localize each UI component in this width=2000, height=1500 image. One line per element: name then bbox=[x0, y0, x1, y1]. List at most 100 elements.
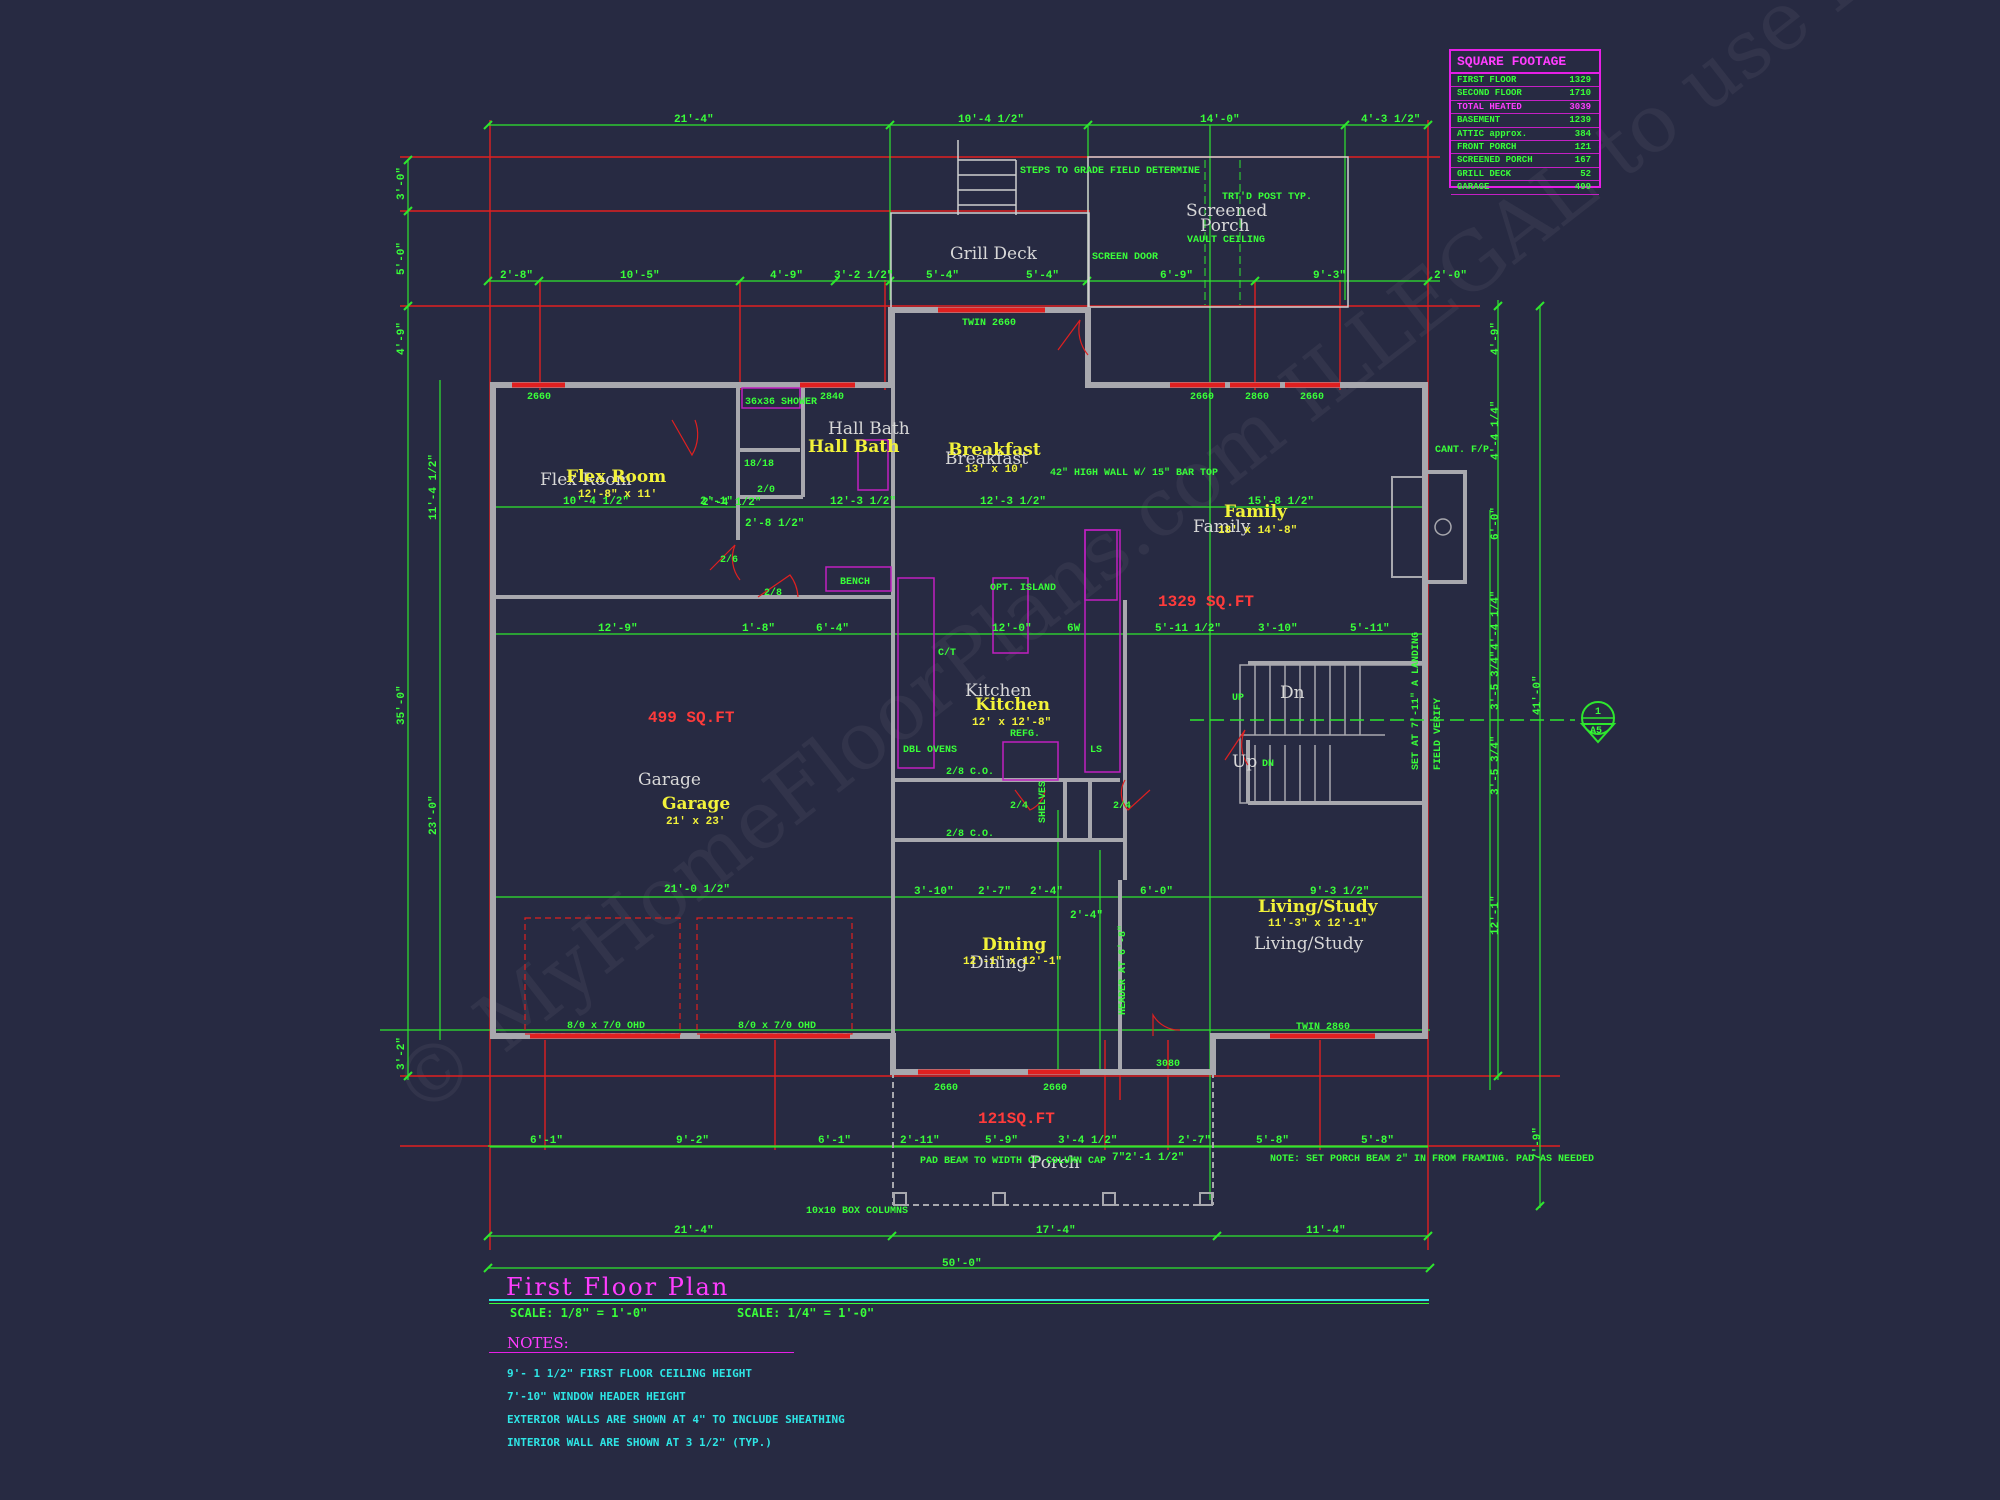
dim-bot1-9: 5'-8" bbox=[1256, 1135, 1289, 1147]
dim-top-2: 14'-0" bbox=[1200, 114, 1240, 126]
dim-left-3: 11'-4 1/2" bbox=[428, 454, 440, 520]
dim-int-6: 1'-8" bbox=[742, 623, 775, 635]
note-item: INTERIOR WALL ARE SHOWN AT 3 1/2" (TYP.) bbox=[507, 1436, 772, 1449]
square-footage-label: FIRST FLOOR bbox=[1457, 75, 1517, 85]
square-footage-row: SCREENED PORCH 167 bbox=[1451, 154, 1599, 168]
dim-top2-5: 5'-4" bbox=[1026, 270, 1059, 282]
field-verify-label: FIELD VERIFY bbox=[1433, 698, 1444, 770]
dim-right-2: 6'-0" bbox=[1490, 507, 1502, 540]
room-garage-size: 21' x 23' bbox=[666, 816, 725, 828]
dim-bot1-5: 3'-4 1/2" bbox=[1058, 1135, 1117, 1147]
dim-int-13: 21'-0 1/2" bbox=[664, 884, 730, 896]
shelves-label: SHELVES bbox=[1038, 781, 1049, 823]
garage-area: 499 SQ.FT bbox=[648, 709, 735, 727]
dim-bot1-7: 2'-1 1/2" bbox=[1125, 1152, 1184, 1164]
plan-title: First Floor Plan bbox=[506, 1273, 730, 1301]
dim-right-7: 12'-1" bbox=[1490, 895, 1502, 935]
square-footage-label: GRILL DECK bbox=[1457, 168, 1512, 179]
dim-top2-1: 10'-5" bbox=[620, 270, 660, 282]
title-underline bbox=[489, 1299, 1429, 1301]
stair-dn-1: DN bbox=[1262, 759, 1274, 770]
twin-2660-label: TWIN 2660 bbox=[962, 318, 1016, 329]
room-flex-name-alt: Flex Room bbox=[540, 470, 632, 490]
square-footage-row: FIRST FLOOR 1329 bbox=[1451, 74, 1599, 88]
room-living-size: 11'-3" x 12'-1" bbox=[1268, 918, 1367, 930]
square-footage-label: TOTAL HEATED bbox=[1457, 101, 1522, 112]
dim-bot2-2: 11'-4" bbox=[1306, 1225, 1346, 1237]
room-family-alt: Family bbox=[1193, 517, 1251, 537]
dim-int-19: 2'-8 1/2" bbox=[745, 518, 804, 530]
title-underline-2 bbox=[489, 1303, 1429, 1304]
dim-bot1-10: 5'-8" bbox=[1361, 1135, 1394, 1147]
landing-label: SET AT 7'-11" A LANDING bbox=[1410, 632, 1422, 770]
dim-left-2: 4'-9" bbox=[396, 322, 408, 355]
window-2840: 2840 bbox=[820, 392, 844, 403]
dim-int-11: 3'-10" bbox=[1258, 623, 1298, 635]
dim-int-3: 12'-3 1/2" bbox=[830, 496, 896, 508]
dim-bot1-0: 6'-1" bbox=[530, 1135, 563, 1147]
steps-note: STEPS TO GRADE FIELD DETERMINE bbox=[1020, 166, 1200, 177]
island-label: OPT. ISLAND bbox=[990, 583, 1056, 594]
header-label: HEADER AT 6'-8" bbox=[1117, 925, 1129, 1015]
dim-bot1-4: 5'-9" bbox=[985, 1135, 1018, 1147]
room-labels: Flex Room Flex Room 12'-8" x 11' Hall Ba… bbox=[540, 201, 1379, 1173]
post-note: TRT'D POST TYP. bbox=[1222, 191, 1312, 203]
window-2660-c: 2660 bbox=[1300, 392, 1324, 403]
room-dining-size: 12'-1" x 12'-1" bbox=[963, 956, 1062, 968]
dim-int-0: 10'-4 1/2" bbox=[563, 496, 629, 508]
room-breakfast-alt: Breakfast bbox=[945, 449, 1028, 469]
room-kitchen: Kitchen bbox=[975, 695, 1050, 715]
square-footage-label: SECOND FLOOR bbox=[1457, 88, 1522, 99]
dim-int-20: 2'-4 1/2" bbox=[702, 497, 761, 509]
dim-bot1-2: 6'-1" bbox=[818, 1135, 851, 1147]
section-sheet: A5 bbox=[1590, 726, 1602, 737]
dim-top-1: 10'-4 1/2" bbox=[958, 114, 1024, 126]
window-2660-a: 2660 bbox=[527, 392, 551, 403]
window-2660-b: 2660 bbox=[1190, 392, 1214, 403]
notes-title: NOTES: bbox=[507, 1334, 569, 1352]
door-1818: 18/18 bbox=[744, 458, 774, 470]
door-3080: 3080 bbox=[1156, 1059, 1180, 1070]
room-kitchen-size: 12' x 12'-8" bbox=[972, 717, 1051, 729]
twin-2860-label: TWIN 2860 bbox=[1296, 1022, 1350, 1033]
square-footage-value: 1329 bbox=[1569, 75, 1591, 85]
refg-label: REFG. bbox=[1010, 729, 1040, 740]
dim-int-1: 2'-1" bbox=[700, 496, 733, 508]
vault-lines bbox=[1204, 160, 1241, 305]
square-footage-label: SCREENED PORCH bbox=[1457, 155, 1533, 166]
room-flex-size: 12'-8" x 11' bbox=[578, 489, 657, 501]
section-marker: 1 A5 bbox=[1190, 701, 1617, 744]
scale-label-1: SCALE: 1/8" = 1'-0" bbox=[510, 1306, 648, 1320]
porch-area: 121SQ.FT bbox=[978, 1110, 1055, 1128]
dim-top2-4: 5'-4" bbox=[926, 270, 959, 282]
square-footage-value: 167 bbox=[1574, 155, 1591, 166]
square-footage-row: ATTIC approx.384 bbox=[1451, 128, 1599, 141]
window-2660-d: 2660 bbox=[934, 1083, 958, 1094]
dim-top2-0: 2'-8" bbox=[500, 270, 533, 282]
square-footage-value: 1710 bbox=[1569, 88, 1591, 99]
room-kitchen-alt: Kitchen bbox=[965, 681, 1031, 701]
dim-int-8: 12'-0" bbox=[992, 623, 1032, 635]
room-screened-1: Screened bbox=[1186, 201, 1267, 221]
dbl-ovens-label: DBL OVENS bbox=[903, 745, 957, 756]
dimension-lines bbox=[380, 124, 1541, 1269]
window-2660-e: 2660 bbox=[1043, 1083, 1067, 1094]
dim-right-5: 41'-0" bbox=[1532, 675, 1544, 715]
square-footage-value: 1239 bbox=[1569, 115, 1591, 126]
cant-fp-label: CANT. F/P bbox=[1435, 444, 1489, 456]
square-footage-value: 499 bbox=[1574, 182, 1591, 193]
room-family: Family bbox=[1224, 502, 1288, 522]
door-swings bbox=[671, 319, 1249, 1036]
square-footage-value: 52 bbox=[1580, 168, 1591, 179]
door-24a: 2/4 bbox=[1010, 800, 1028, 812]
room-living: Living/Study bbox=[1258, 897, 1379, 917]
fireplace bbox=[1391, 470, 1467, 584]
pad-beam-note: PAD BEAM TO WIDTH OF COLUMN CAP bbox=[920, 1156, 1106, 1167]
dimension-ticks bbox=[403, 120, 1545, 1273]
section-number: 1 bbox=[1595, 707, 1601, 718]
dim-int-16: 2'-4" bbox=[1030, 886, 1063, 898]
room-hall-bath: Hall Bath bbox=[808, 437, 900, 457]
square-footage-value: 121 bbox=[1574, 141, 1591, 152]
